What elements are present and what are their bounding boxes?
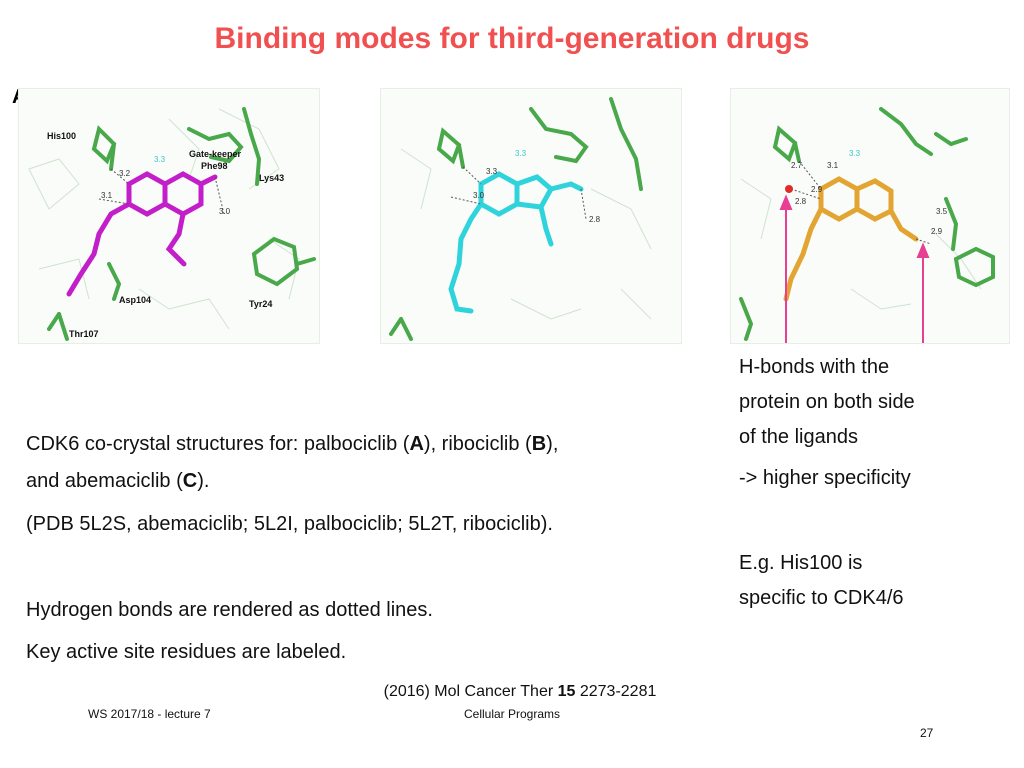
panel-a-ligand	[66, 171, 218, 297]
hbond-distance: 3.3	[515, 149, 527, 158]
caption-notes: Hydrogen bonds are rendered as dotted li…	[26, 589, 726, 673]
hbond-distance: 3.3	[486, 167, 498, 176]
hbond-distance: 3.1	[827, 161, 839, 170]
caption-line-3: (PDB 5L2S, abemaciclib; 5L2I, palbocicli…	[26, 513, 553, 535]
panel-c: C	[730, 84, 1014, 352]
panel-b-ligand	[448, 171, 584, 314]
hbond-distance: 2.7	[791, 161, 803, 170]
residue-label: Thr107	[69, 329, 99, 339]
panel-a-structure: His100 Gate-keeper Phe98 Lys43 Asp104 Ty…	[18, 88, 320, 344]
hbond-distance: 3.1	[101, 191, 113, 200]
residue-label: His100	[47, 131, 77, 141]
slide-title: Binding modes for third-generation drugs	[214, 22, 810, 55]
caption-line-1: CDK6 co-crystal structures for: palbocic…	[26, 433, 559, 455]
hbond-distance: 2.8	[589, 215, 601, 224]
footer-course: WS 2017/18 - lecture 7	[88, 707, 211, 721]
caption-line-4: Hydrogen bonds are rendered as dotted li…	[26, 599, 433, 621]
panel-a: A His100	[10, 84, 330, 344]
residue-label: Gate-keeper	[189, 149, 242, 159]
hbond-distance: 3.3	[154, 155, 166, 164]
specificity-note: H-bonds with the protein on both side of…	[739, 356, 915, 489]
residue-label: Phe98	[201, 161, 228, 171]
residue-label: Tyr24	[249, 299, 273, 309]
panel-c-structure: 2.7 3.1 2.9 2.8 3.3 3.5 2.9	[730, 88, 1010, 344]
hbond-arrows	[779, 194, 930, 343]
residue-label: Lys43	[259, 173, 285, 183]
hbond-distance: 2.9	[811, 185, 823, 194]
panel-b-molecule-illustration	[389, 97, 652, 341]
hbond-distance: 3.2	[119, 169, 131, 178]
figure-caption: CDK6 co-crystal structures for: palbocic…	[26, 426, 726, 543]
hbond-distance: 3.0	[219, 207, 231, 216]
caption-line-2: and abemaciclib (C).	[26, 470, 210, 492]
hbond-distance: 3.5	[936, 207, 948, 216]
his100-note: E.g. His100 is specific to CDK4/6	[739, 552, 904, 609]
page-number: 27	[920, 726, 934, 740]
caption-line-5: Key active site residues are labeled.	[26, 641, 347, 663]
footer-center: Cellular Programs	[463, 707, 561, 721]
hbond-distance: 3.0	[473, 191, 485, 200]
hbond-distance: 3.3	[849, 149, 861, 158]
panel-b: B 3.3 3.0 3.3 2.	[380, 84, 700, 344]
panel-c-molecule-illustration	[739, 107, 995, 343]
hbond-distance: 2.9	[931, 227, 943, 236]
hbond-distance: 2.8	[795, 197, 807, 206]
panel-b-structure: 3.3 3.0 3.3 2.8	[380, 88, 682, 344]
residue-label: Asp104	[119, 295, 152, 305]
panel-a-molecule-illustration	[28, 107, 316, 341]
panel-c-ligand	[783, 176, 919, 302]
citation: (2016) Mol Cancer Ther 15 2273-2281	[383, 683, 657, 700]
